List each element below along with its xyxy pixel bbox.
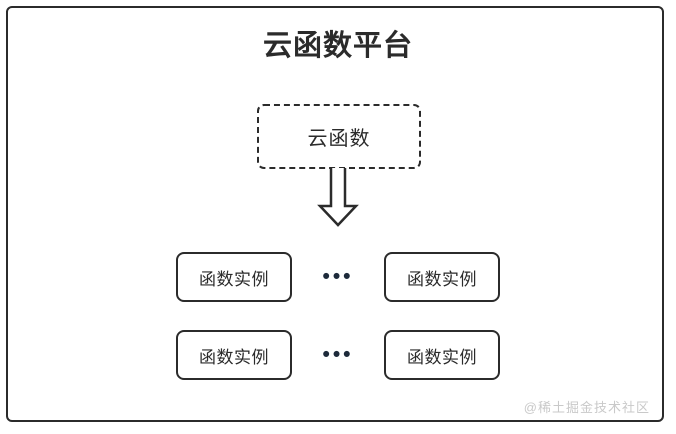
ellipsis-indicator: ••• bbox=[322, 343, 354, 366]
function-instance-box: 函数实例 bbox=[384, 330, 500, 380]
function-instance-label: 函数实例 bbox=[199, 347, 269, 367]
function-instance-label: 函数实例 bbox=[199, 269, 269, 289]
function-instance-box: 函数实例 bbox=[176, 330, 292, 380]
page-title: 云函数平台 bbox=[262, 30, 413, 62]
function-instance-box: 函数实例 bbox=[384, 252, 500, 302]
function-instance-box: 函数实例 bbox=[176, 252, 292, 302]
function-instance-label: 函数实例 bbox=[407, 269, 477, 289]
down-arrow-icon bbox=[313, 168, 363, 228]
watermark: @稀土掘金技术社区 bbox=[523, 400, 650, 415]
cloud-function-box: 云函数 bbox=[257, 104, 421, 169]
instance-row: 函数实例 ••• 函数实例 bbox=[0, 330, 676, 380]
function-instance-label: 函数实例 bbox=[407, 347, 477, 367]
instance-row: 函数实例 ••• 函数实例 bbox=[0, 252, 676, 302]
ellipsis-indicator: ••• bbox=[322, 265, 354, 288]
cloud-function-label: 云函数 bbox=[307, 128, 371, 150]
